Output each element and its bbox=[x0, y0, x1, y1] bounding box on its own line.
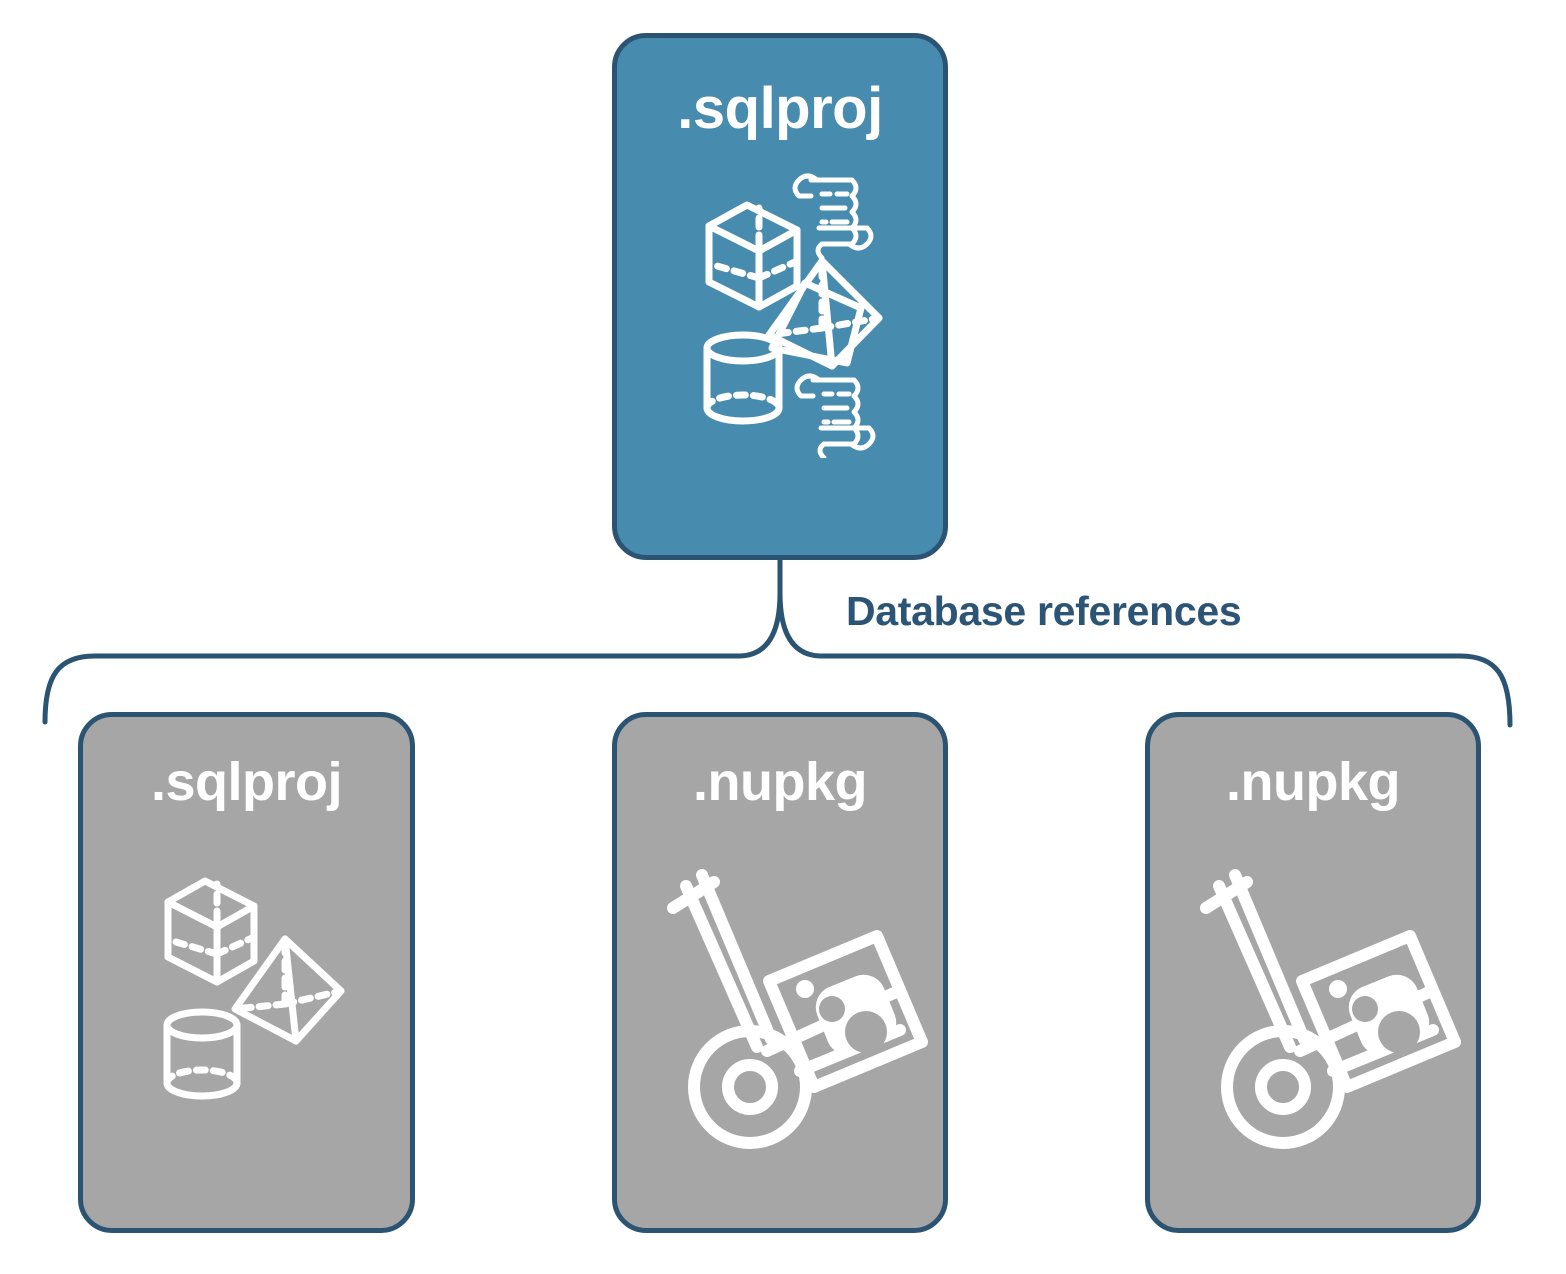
node-root-title: .sqlproj bbox=[677, 76, 883, 141]
cylinder-icon bbox=[163, 1008, 241, 1100]
node-child-nupkg-1-title: .nupkg bbox=[693, 752, 867, 812]
cube-icon bbox=[705, 201, 801, 311]
node-root-sqlproj[interactable]: .sqlproj bbox=[612, 33, 948, 560]
node-child-sqlproj[interactable]: .sqlproj bbox=[78, 712, 415, 1233]
node-child-sqlproj-title: .sqlproj bbox=[150, 752, 343, 812]
package-box-icon bbox=[763, 930, 928, 1093]
pyramid-icon-detail bbox=[765, 257, 883, 370]
pyramid-icon bbox=[768, 279, 865, 367]
hand-truck-package-icon bbox=[667, 869, 906, 1149]
nuget-glyph-icon bbox=[1329, 974, 1430, 1056]
root-icon-group bbox=[617, 158, 953, 461]
nuget-glyph-icon bbox=[796, 974, 897, 1056]
hand-truck-package-icon bbox=[1200, 869, 1439, 1149]
cube-icon bbox=[164, 877, 258, 986]
cylinder-icon bbox=[703, 331, 783, 425]
pyramid-icon bbox=[231, 935, 345, 1045]
scroll-icon bbox=[792, 173, 874, 261]
child-sqlproj-icon-group bbox=[83, 857, 420, 1117]
node-child-nupkg-1[interactable]: .nupkg bbox=[612, 712, 948, 1233]
nuget-glyph-holes bbox=[1352, 996, 1420, 1053]
scroll-icon bbox=[794, 373, 876, 461]
node-child-nupkg-2-title: .nupkg bbox=[1226, 752, 1400, 812]
package-box-icon bbox=[1296, 930, 1461, 1093]
node-child-nupkg-2[interactable]: .nupkg bbox=[1145, 712, 1481, 1233]
child-nupkg-2-icon-group bbox=[1150, 857, 1486, 1177]
connector-label: Database references bbox=[846, 588, 1242, 634]
child-nupkg-1-icon-group bbox=[617, 857, 953, 1177]
nuget-glyph-holes bbox=[819, 996, 887, 1053]
